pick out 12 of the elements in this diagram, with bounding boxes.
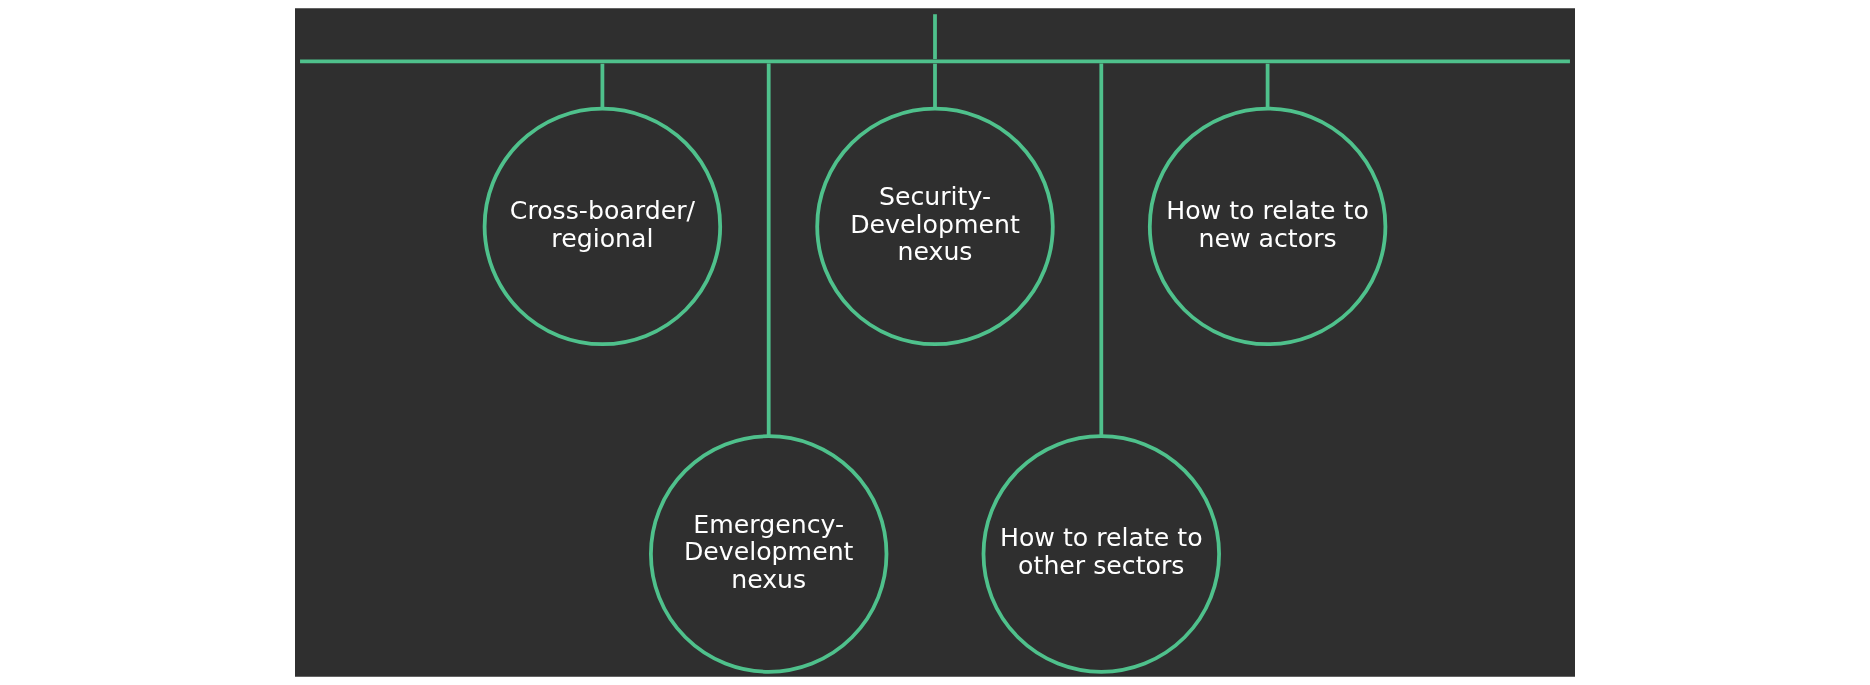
node-circle: How to relate to new actors — [1147, 106, 1388, 347]
node-circle: Security- Development nexus — [815, 106, 1055, 347]
node-bar — [300, 59, 1570, 64]
node-circle: Cross-boarder/ regional — [482, 106, 723, 347]
connector — [1265, 63, 1270, 109]
connector — [1099, 63, 1104, 437]
connector — [600, 63, 605, 109]
connector — [933, 14, 937, 60]
node-circle: How to relate to other sectors — [981, 434, 1221, 674]
connector — [766, 63, 771, 437]
node-circle: Emergency- Development nexus — [649, 434, 889, 674]
connector — [933, 63, 937, 109]
